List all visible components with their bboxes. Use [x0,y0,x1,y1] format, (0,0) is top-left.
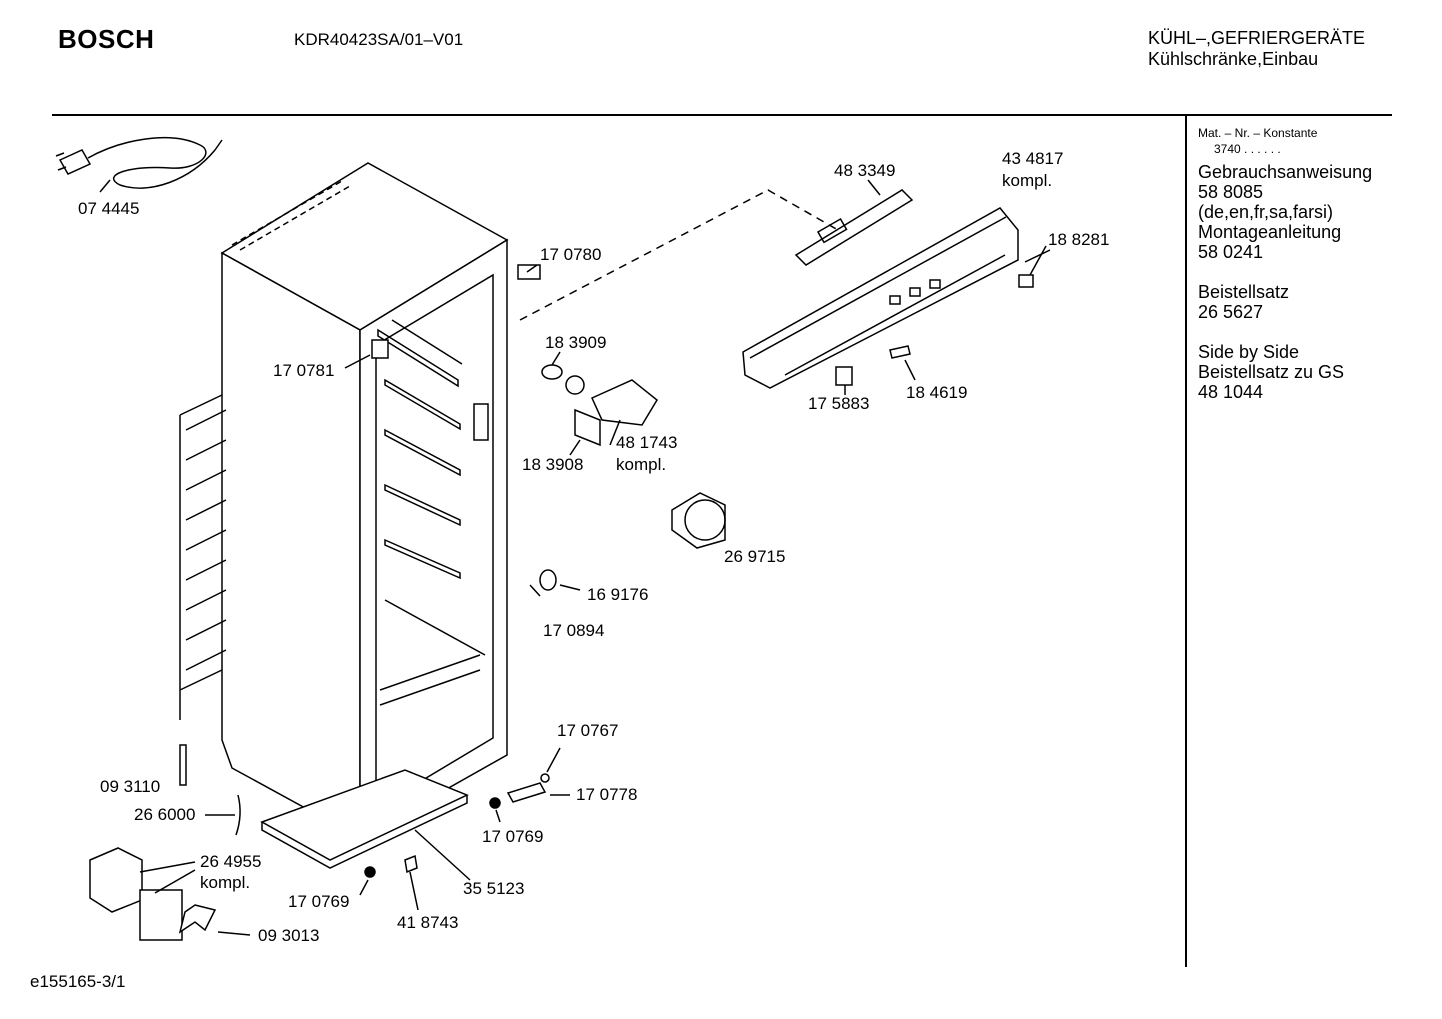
sidebar-divider [1185,116,1187,967]
mat-nr-label: Mat. – Nr. – Konstante [1198,126,1318,140]
sidebar-entry: Beistellsatz [1198,282,1290,302]
part-label: 17 0781 [273,361,335,380]
drawing-id: e155165-3/1 [30,972,126,991]
sidebar-entry: Side by Side [1198,342,1300,362]
part-note: kompl. [1002,171,1053,190]
part-label: 17 0769 [482,827,544,846]
part-label: 26 9715 [724,547,786,566]
category-subtitle: Kühlschränke,Einbau [1148,49,1319,69]
part-label: 18 3909 [545,333,607,352]
part-note: kompl. [616,455,667,474]
part-label: 17 5883 [808,394,870,413]
part-label: 17 0778 [576,785,638,804]
sidebar-entry: 48 1044 [1198,382,1264,402]
category-title: KÜHL–,GEFRIERGERÄTE [1148,28,1366,48]
part-label: 26 6000 [134,805,196,824]
model-number: KDR40423SA/01–V01 [294,30,464,49]
sidebar-entry: Gebrauchsanweisung [1198,162,1373,182]
sidebar-entry: 58 0241 [1198,242,1264,262]
mat-nr-value: 3740 . . . . . . [1214,142,1281,156]
sidebar-entry: 26 5627 [1198,302,1264,322]
part-label: 48 3349 [834,161,896,180]
power-cord-drawing [55,136,223,189]
part-label: 17 0780 [540,245,602,264]
part-label: 17 0767 [557,721,619,740]
part-label: 17 0894 [543,621,605,640]
part-label: 09 3110 [100,777,161,796]
part-label: 18 8281 [1048,230,1110,249]
part-label: 17 0769 [288,892,350,911]
part-label: 41 8743 [397,913,459,932]
part-label: 09 3013 [258,926,320,945]
header-divider [52,114,1392,116]
brand-logo: BOSCH [58,24,155,54]
part-label: 26 4955 [200,852,262,871]
sidebar-entry: (de,en,fr,sa,farsi) [1198,202,1334,222]
part-label: 18 4619 [906,383,968,402]
part-label: 18 3908 [522,455,584,474]
part-label: 07 4445 [78,199,140,218]
sidebar-entry: Montageanleitung [1198,222,1342,242]
part-note: kompl. [200,873,251,892]
part-label: 48 1743 [616,433,678,452]
sidebar-entry: 58 8085 [1198,182,1264,202]
part-label: 35 5123 [463,879,525,898]
part-label: 16 9176 [587,585,649,604]
sidebar-entry: Beistellsatz zu GS [1198,362,1345,382]
part-label: 43 4817 [1002,149,1064,168]
cabinet-drawing [179,162,509,869]
